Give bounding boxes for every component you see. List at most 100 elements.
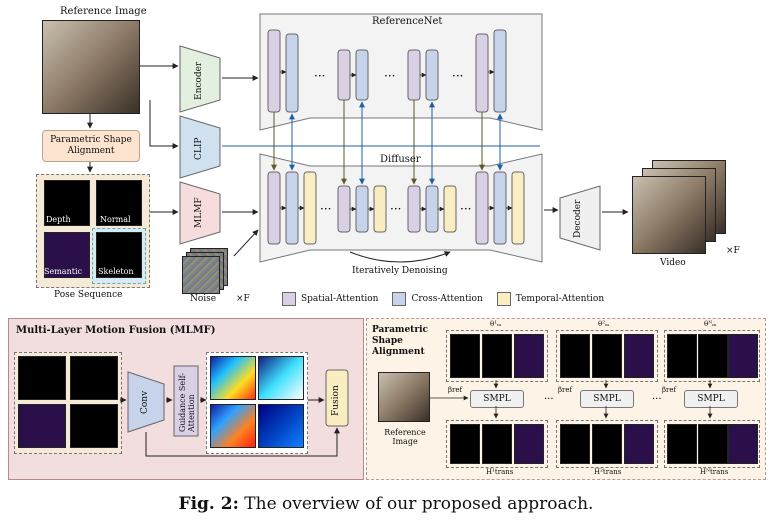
psa-thumb-3c xyxy=(728,334,758,378)
noise-times-f: ×F xyxy=(236,294,250,304)
psa-thumb-5b xyxy=(592,424,622,464)
psa-thumb-3b xyxy=(698,334,728,378)
legend-label-cross: Cross-Attention xyxy=(411,294,483,304)
fusion-shape xyxy=(325,369,349,427)
parametric-shape-alignment-label: Parametric Shape Alignment xyxy=(50,135,132,156)
psa-reference-image xyxy=(378,372,430,422)
encoder-shape xyxy=(179,45,221,113)
beta-label-2: βref xyxy=(558,386,573,394)
diffuser-ellipsis-1: ··· xyxy=(320,202,331,216)
decoder-shape xyxy=(559,185,601,251)
mlmf-normal-image xyxy=(70,356,118,400)
legend-swatch-spatial xyxy=(282,292,296,306)
feature-map-4 xyxy=(258,404,304,448)
architecture-diagram: ··· ··· ··· ··· ··· ··· xyxy=(87,13,629,263)
psa-ellipsis-1: ··· xyxy=(544,394,554,405)
legend: Spatial-Attention Cross-Attention Tempor… xyxy=(282,292,604,306)
referencenet-label: ReferenceNet xyxy=(372,16,443,27)
psa-thumb-2c xyxy=(624,334,654,378)
psa-thumb-5a xyxy=(560,424,590,464)
smpl-label-1: SMPL xyxy=(483,394,511,404)
psa-thumb-6b xyxy=(698,424,728,464)
psa-arrows: ··· ··· xyxy=(430,380,713,419)
pose-label-depth: Depth xyxy=(46,215,71,224)
beta-label-1: βref xyxy=(448,386,463,394)
refnet-ellipsis-1: ··· xyxy=(314,69,325,83)
psa-thumb-3a xyxy=(667,334,697,378)
diffuser-shape xyxy=(259,153,543,263)
h-label-1: H¹trans xyxy=(486,468,514,476)
refnet-ellipsis-3: ··· xyxy=(452,69,463,83)
psa-column-1-top xyxy=(446,330,548,382)
smpl-box-2: SMPL xyxy=(580,390,634,408)
mlmf-depth-image xyxy=(18,356,66,400)
diffuser-label: Diffuser xyxy=(380,154,421,165)
psa-thumb-6a xyxy=(667,424,697,464)
psa-thumb-1a xyxy=(450,334,480,378)
h-label-3: Hᴺtrans xyxy=(700,468,729,476)
psa-thumb-1b xyxy=(482,334,512,378)
legend-swatch-temporal xyxy=(496,292,511,306)
clip-shape xyxy=(179,115,221,179)
feature-map-1 xyxy=(210,356,256,400)
psa-column-3-bottom xyxy=(664,420,760,468)
psa-thumb-4c xyxy=(514,424,544,464)
figure-caption: Fig. 2: The overview of our proposed app… xyxy=(0,494,772,514)
psa-thumb-4a xyxy=(450,424,480,464)
smpl-label-2: SMPL xyxy=(593,394,621,404)
video-frame-front xyxy=(632,176,706,254)
legend-swatch-cross xyxy=(392,292,407,306)
diffuser-ellipsis-3: ··· xyxy=(460,202,471,216)
psa-column-3-top xyxy=(664,330,760,382)
smpl-box-3: SMPL xyxy=(684,390,738,408)
psa-column-2-top xyxy=(556,330,658,382)
psa-thumb-2a xyxy=(560,334,590,378)
mlmf-semantic-image xyxy=(18,404,66,448)
legend-label-temporal: Temporal-Attention xyxy=(515,294,605,304)
guidance-shape xyxy=(173,365,199,437)
smpl-box-1: SMPL xyxy=(470,390,524,408)
semantic-image xyxy=(44,232,90,278)
normal-image xyxy=(96,180,142,226)
legend-item-temporal: Temporal-Attention xyxy=(496,292,605,306)
video-label: Video xyxy=(660,258,686,268)
legend-item-cross: Cross-Attention xyxy=(392,292,483,306)
theta-label-2: θ²ₘ xyxy=(598,320,610,328)
feature-map-3 xyxy=(210,404,256,448)
beta-label-3: βref xyxy=(662,386,677,394)
pose-label-semantic: Semantic xyxy=(44,267,82,276)
mlmf-diagram xyxy=(120,365,349,457)
pose-sequence-label: Pose Sequence xyxy=(54,290,123,300)
psa-thumb-4b xyxy=(482,424,512,464)
h-label-2: H²trans xyxy=(594,468,622,476)
psa-column-1-bottom xyxy=(446,420,548,468)
iteratively-denoising-label: Iteratively Denoising xyxy=(352,266,448,276)
caption-prefix: Fig. 2: xyxy=(178,494,239,514)
theta-label-3: θᴺₘ xyxy=(704,320,717,328)
pose-label-skeleton: Skeleton xyxy=(98,267,134,276)
psa-reference-image-label: Reference Image xyxy=(384,428,426,446)
noise-label: Noise xyxy=(190,294,217,304)
psa-ellipsis-2: ··· xyxy=(652,394,662,405)
reference-image xyxy=(42,20,140,114)
psa-thumb-6c xyxy=(728,424,758,464)
conv-shape xyxy=(127,371,165,433)
refnet-ellipsis-2: ··· xyxy=(384,69,395,83)
psa-column-2-bottom xyxy=(556,420,658,468)
mlmf-skeleton-image xyxy=(70,404,118,448)
psa-thumb-5c xyxy=(624,424,654,464)
noise-image-front xyxy=(182,256,220,294)
psa-thumb-2b xyxy=(592,334,622,378)
diffuser-ellipsis-2: ··· xyxy=(390,202,401,216)
psa-thumb-1c xyxy=(514,334,544,378)
caption-text: The overview of our proposed approach. xyxy=(238,494,594,514)
parametric-shape-alignment-box: Parametric Shape Alignment xyxy=(42,130,140,162)
legend-label-spatial: Spatial-Attention xyxy=(301,294,379,304)
legend-item-spatial: Spatial-Attention xyxy=(282,292,378,306)
psa-panel-title: Parametric Shape Alignment xyxy=(372,325,428,357)
pose-label-normal: Normal xyxy=(100,215,131,224)
referencenet-shape xyxy=(259,13,543,131)
mlmf-shape xyxy=(179,181,221,245)
feature-map-2 xyxy=(258,356,304,400)
smpl-label-3: SMPL xyxy=(697,394,725,404)
